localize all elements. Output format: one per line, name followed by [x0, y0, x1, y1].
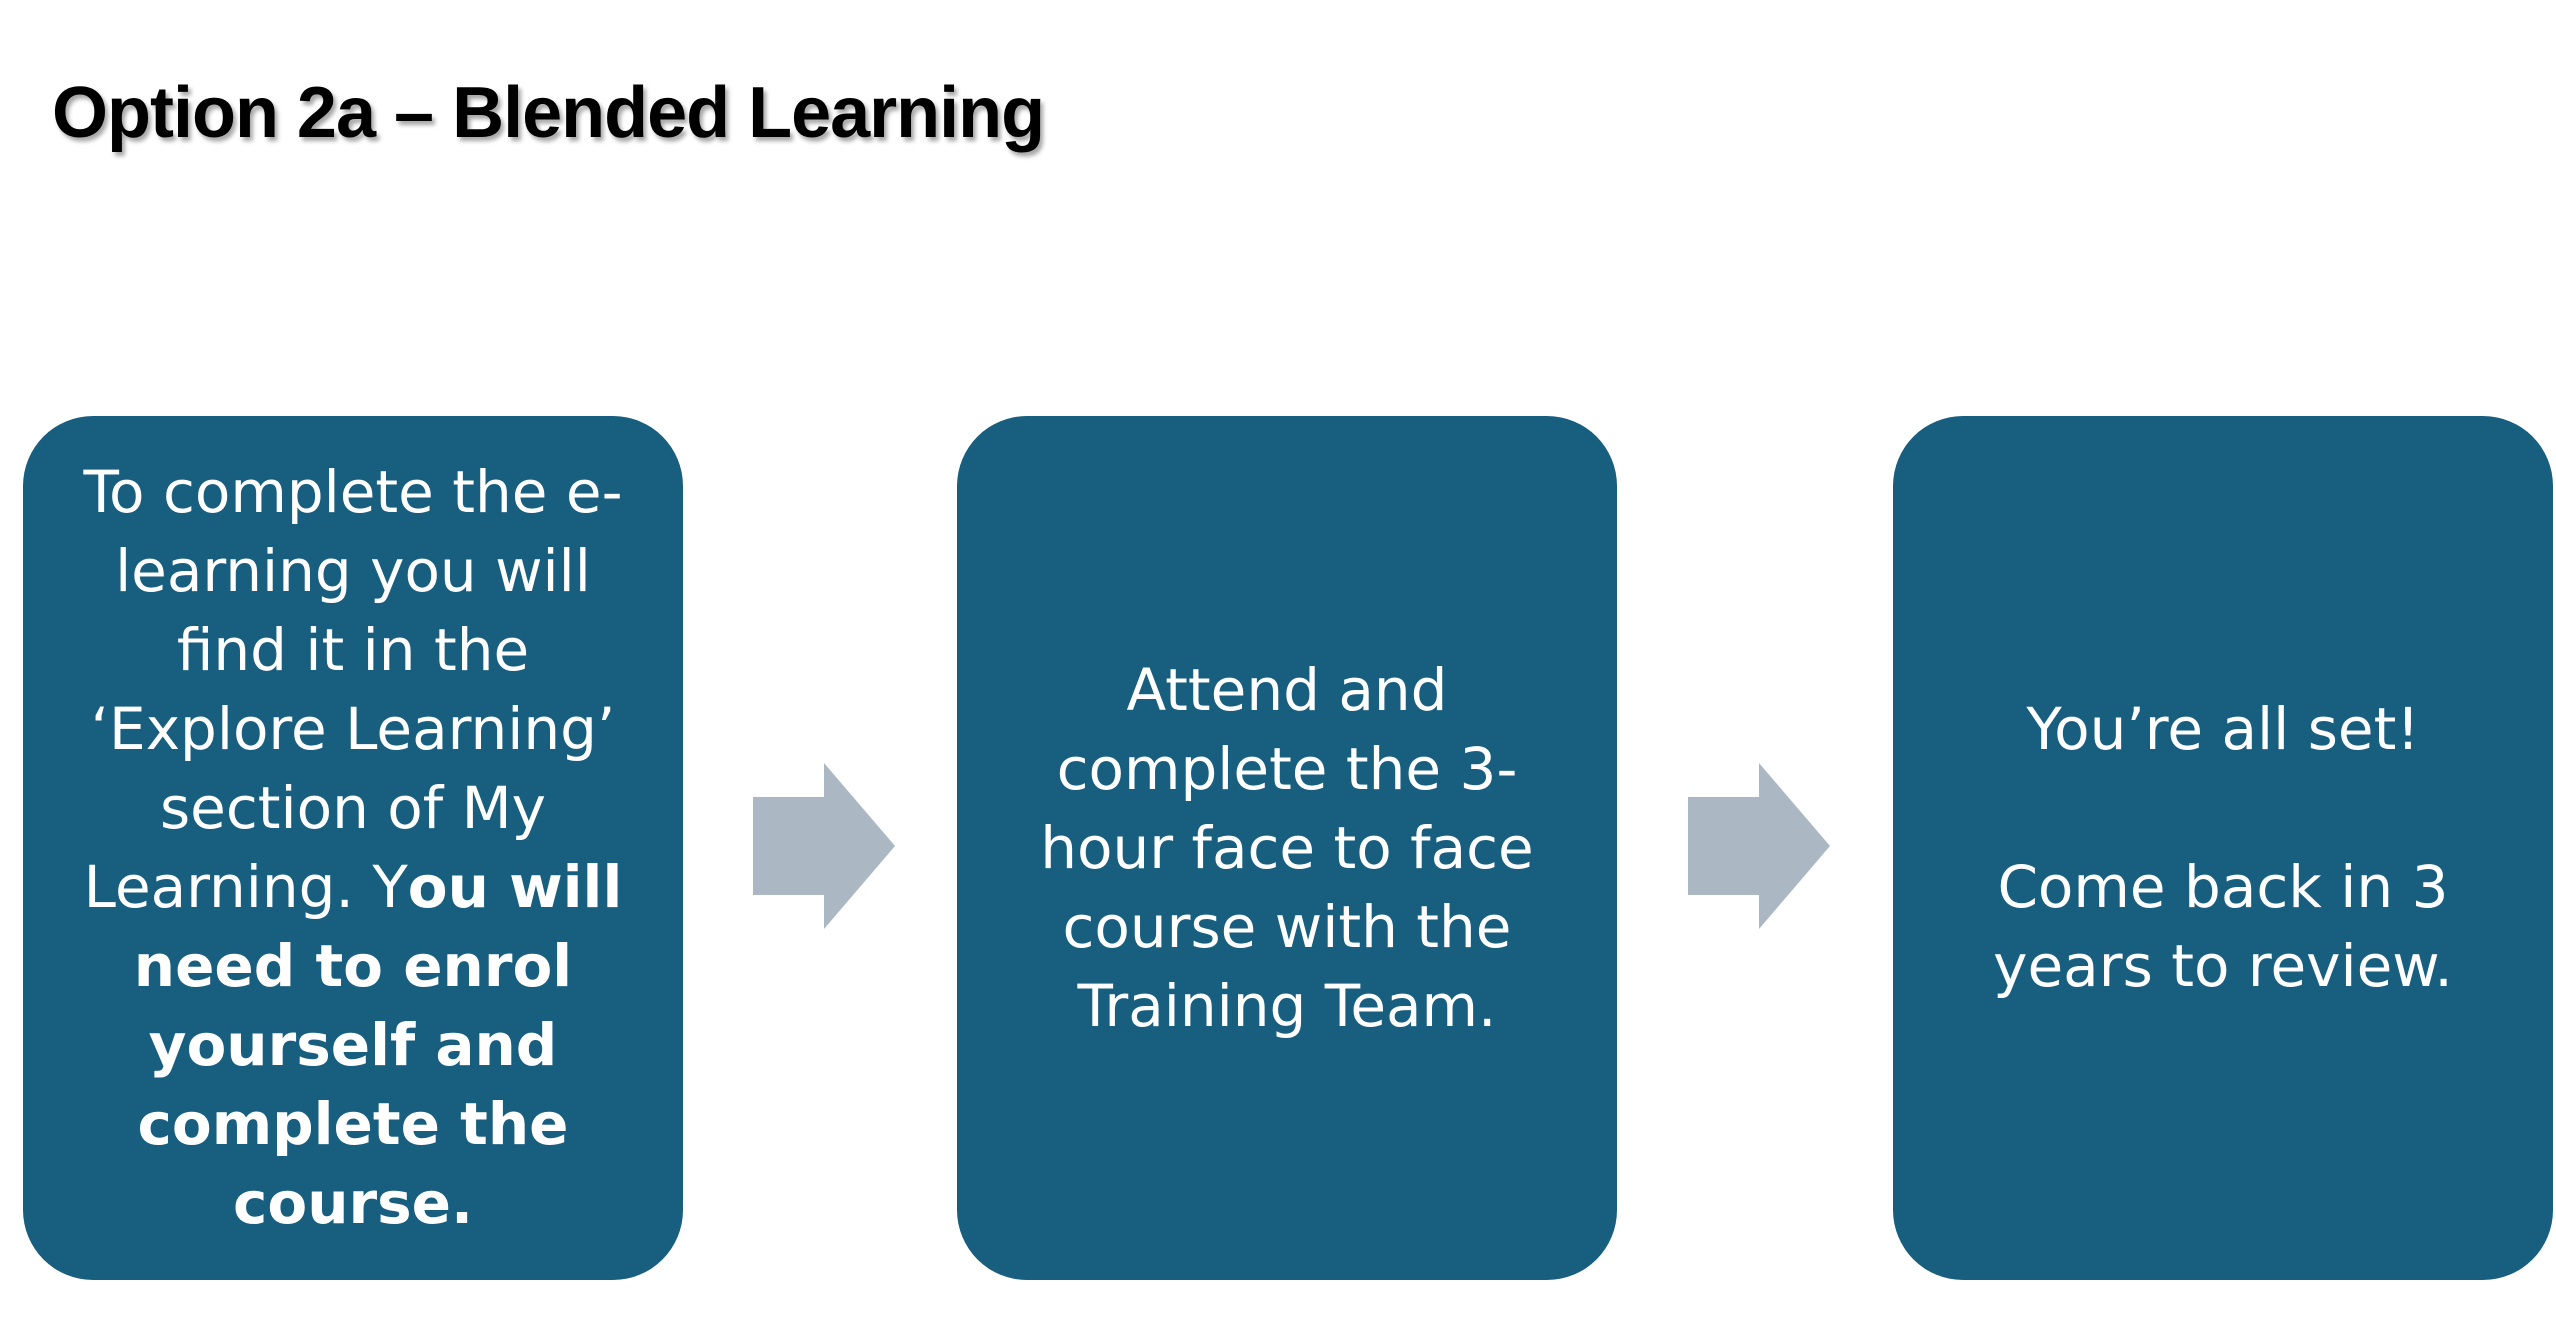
step-1-bold-line: course.	[232, 1169, 473, 1237]
step-1-normal-part: Learning. Y	[83, 853, 408, 921]
step-1-mixed-line: Learning. You will	[83, 848, 623, 927]
step-1-line: find it in the	[176, 616, 530, 684]
step-1-line: To complete the e-	[83, 458, 623, 526]
step-2-line: complete the 3-	[1056, 734, 1518, 803]
step-3-box: You’re all set! Come back in 3 years to …	[1893, 416, 2553, 1280]
step-3-line: years to review.	[1993, 932, 2453, 1000]
step-2-text: Attend and complete the 3- hour face to …	[1040, 651, 1533, 1046]
step-1-line: learning you will	[115, 537, 591, 605]
step-1-box: To complete the e- learning you will fin…	[23, 416, 683, 1280]
step-2-line: hour face to face	[1040, 813, 1534, 882]
step-1-bold-line: yourself and	[148, 1011, 558, 1079]
step-2-line: Attend and	[1126, 655, 1448, 724]
step-1-text: To complete the e- learning you will fin…	[83, 453, 622, 1243]
step-2-line: course with the	[1062, 892, 1512, 961]
step-2-box: Attend and complete the 3- hour face to …	[957, 416, 1617, 1280]
arrow-right-icon	[1688, 763, 1830, 929]
step-1-line: ‘Explore Learning’	[90, 695, 616, 763]
step-1-bold-line: complete the	[137, 1090, 569, 1158]
arrow-right-icon	[753, 763, 895, 929]
step-3-text: You’re all set! Come back in 3 years to …	[1993, 690, 2453, 1006]
step-1-bold-line: need to enrol	[133, 932, 573, 1000]
step-1-line: section of My	[159, 774, 547, 842]
page-title: Option 2a – Blended Learning	[52, 73, 1045, 153]
step-3-line: Come back in 3	[1997, 853, 2449, 921]
step-1-bold-part: ou will	[407, 853, 623, 921]
step-2-line: Training Team.	[1077, 971, 1497, 1040]
step-3-line: You’re all set!	[2026, 695, 2420, 763]
